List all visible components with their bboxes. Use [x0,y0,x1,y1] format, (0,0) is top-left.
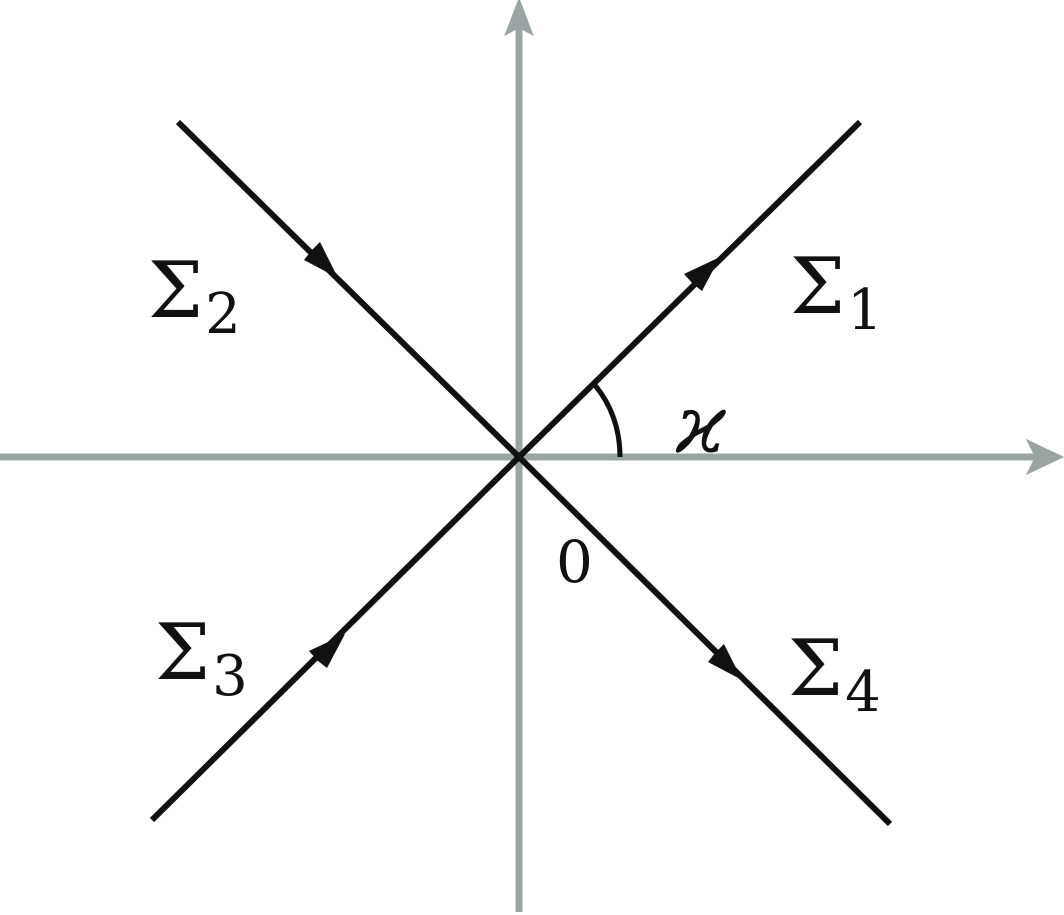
subscript: 2 [205,282,241,347]
label-sigma-4: Σ4 [788,630,881,721]
label-sigma-2: Σ2 [148,252,241,343]
arrow-sigma-2-icon [304,242,338,278]
origin-label: 0 [556,528,593,596]
horizontal-axis-arrow-icon [1025,438,1064,476]
sigma-symbol: Σ [148,246,204,336]
vertical-axis-arrow-icon [504,0,534,37]
arrow-sigma-3-icon [309,634,345,668]
label-sigma-3: Σ3 [155,614,248,705]
sigma-symbol: Σ [788,624,844,714]
sigma-symbol: Σ [155,608,211,698]
subscript: 4 [845,660,881,725]
ray-sigma-1 [516,119,863,460]
label-sigma-1: Σ1 [790,248,883,339]
ray-sigma-4 [516,454,893,827]
direction-arrows [304,242,742,680]
angle-label-kappa: ϰ [676,378,726,471]
ray-sigma-2 [175,119,522,460]
sigma-symbol: Σ [790,242,846,332]
arrow-sigma-1-icon [684,257,720,291]
angle-arc [592,382,623,458]
arrow-sigma-4-icon [708,644,742,680]
subscript: 3 [212,644,248,709]
subscript: 1 [847,278,883,343]
